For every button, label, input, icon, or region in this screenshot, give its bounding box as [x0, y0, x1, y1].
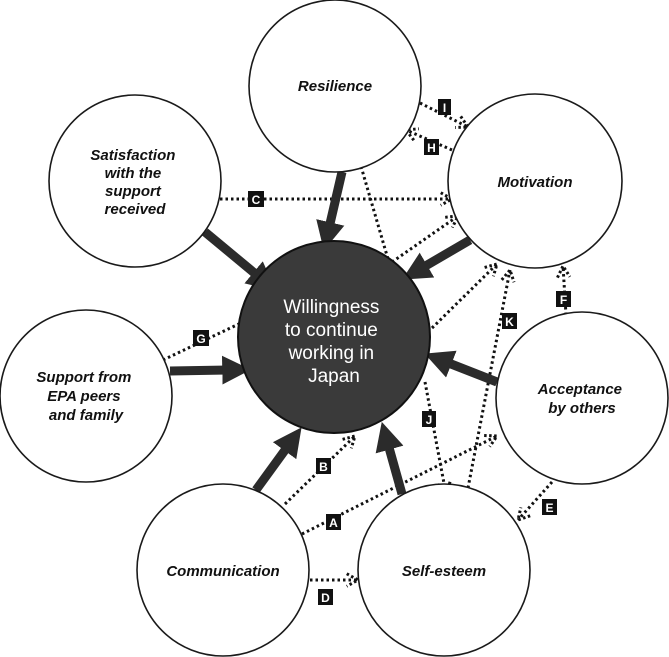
node-support-label: Support from EPA peers and family: [36, 369, 135, 424]
node-support: Support from EPA peers and family: [0, 309, 173, 483]
node-resilience: Resilience: [248, 0, 422, 173]
dotted-arrow-f: [563, 266, 566, 316]
path-label-g: G: [193, 330, 209, 346]
solid-arrow-motivation: [402, 236, 473, 280]
path-label-a: A: [326, 514, 341, 530]
svg-text:J: J: [426, 413, 433, 427]
svg-text:C: C: [252, 193, 261, 207]
svg-text:G: G: [196, 332, 205, 346]
path-label-c: C: [248, 191, 264, 207]
path-label-b: B: [316, 458, 331, 474]
node-motivation: Motivation: [447, 93, 623, 269]
solid-arrow-satisfaction: [202, 228, 276, 291]
node-self-esteem-label: Self-esteem: [402, 563, 486, 580]
node-willingness: Willingness to continue working in Japan: [237, 240, 431, 434]
path-label-j: J: [422, 411, 436, 427]
node-satisfaction-label: Satisfaction with the support received: [90, 147, 179, 218]
svg-text:A: A: [329, 516, 338, 530]
node-willingness-label: Willingness to continue working in Japan: [283, 297, 384, 387]
solid-arrow-communication: [252, 427, 302, 493]
svg-text:H: H: [427, 141, 436, 155]
svg-text:D: D: [321, 591, 330, 605]
node-motivation-label: Motivation: [498, 174, 573, 191]
solid-arrow-support: [169, 355, 252, 385]
dotted-arrow-resilience-selfesteem: [356, 155, 392, 267]
dotted-arrow-j: [423, 381, 446, 494]
path-label-i: I: [438, 99, 451, 115]
dotted-arrow-i: [419, 101, 468, 127]
node-communication-label: Communication: [166, 563, 279, 580]
path-labels: A B C D E F G H: [193, 99, 571, 605]
node-resilience-label: Resilience: [298, 78, 372, 95]
path-label-d: D: [318, 589, 333, 605]
node-communication: Communication: [136, 483, 310, 657]
node-acceptance: Acceptance by others: [495, 311, 669, 485]
node-satisfaction: Satisfaction with the support received: [48, 94, 222, 268]
svg-text:K: K: [505, 315, 514, 329]
dotted-arrow-center-motivation-2: [430, 264, 497, 330]
path-label-k: K: [502, 313, 517, 329]
svg-text:I: I: [443, 101, 446, 115]
path-label-e: E: [542, 499, 557, 515]
svg-text:B: B: [319, 460, 328, 474]
svg-text:F: F: [560, 293, 567, 307]
node-self-esteem: Self-esteem: [357, 483, 531, 657]
solid-arrow-acceptance: [424, 350, 499, 387]
path-label-f: F: [556, 291, 571, 307]
solid-arrows: [169, 170, 499, 496]
solid-arrow-resilience: [316, 170, 347, 251]
svg-text:E: E: [545, 501, 553, 515]
solid-arrow-self-esteem: [375, 421, 407, 496]
dotted-arrow-a: [301, 436, 497, 536]
node-acceptance-label: Acceptance by others: [537, 381, 626, 417]
path-label-h: H: [424, 139, 439, 155]
